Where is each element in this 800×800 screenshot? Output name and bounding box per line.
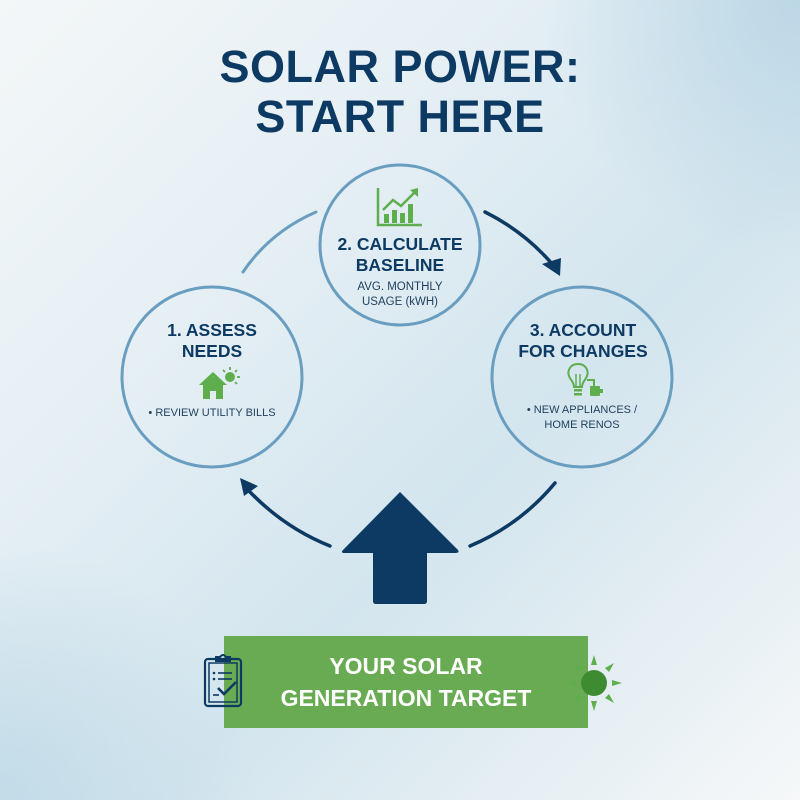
arrowhead-target-1 [240,478,258,496]
clipboard-check-icon [203,654,243,708]
bar-chart-trend-icon [376,188,422,227]
step-1-title-line-1: 1. ASSESS [167,320,257,340]
sun-icon [566,655,622,711]
connector-arc-1-2 [241,210,318,274]
arrowhead-2-3 [542,258,561,276]
step-3-title-line-1: 3. ACCOUNT [529,320,637,340]
step-3-title-line-2: FOR CHANGES [518,341,648,361]
target-text: YOUR SOLAR GENERATION TARGET [281,650,532,714]
step-2-sub-line-1: AVG. MONTHLY [357,281,443,293]
step-3-bullet-line-1: • NEW APPLIANCES / [526,404,638,416]
step-2-text: 2. CALCULATE BASELINE AVG. MONTHLY USAGE… [320,234,480,310]
lightbulb-plug-icon [567,362,603,396]
solar-target-box: YOUR SOLAR GENERATION TARGET [224,636,588,728]
step-2-sub-line-2: USAGE (kWH) [361,296,439,308]
background-glow-bottom-left [0,540,260,800]
step-1-circle [120,285,304,469]
step-2-title-line-2: BASELINE [355,255,445,275]
title-line-2: START HERE [255,91,545,142]
step-3-circle [490,285,674,469]
step-2-title-line-1: 2. CALCULATE [337,234,463,254]
step-1-bullet: • REVIEW UTILITY BILLS [148,407,276,419]
background-glow-top-right [540,0,800,260]
step-3-text: 3. ACCOUNT FOR CHANGES [498,320,668,362]
arrow-arc-3-target [468,481,557,548]
step-2-circle [318,163,482,327]
step-1-title-line-2: NEEDS [181,341,243,361]
arrow-arc-2-3 [483,210,555,267]
arrow-arc-target-1 [248,490,332,548]
page-title: SOLAR POWER: START HERE [0,42,800,142]
step-1-text: 1. ASSESS NEEDS [132,320,292,362]
step-3-bullet-line-2: HOME RENOS [544,419,620,431]
house-with-sun-icon [199,367,240,399]
title-line-1: SOLAR POWER: [219,41,581,92]
step-3-bullets: • NEW APPLIANCES / HOME RENOS [502,403,662,433]
target-line-1: YOUR SOLAR [329,653,483,679]
target-line-2: GENERATION TARGET [280,685,532,711]
big-up-arrow-icon [341,492,459,604]
